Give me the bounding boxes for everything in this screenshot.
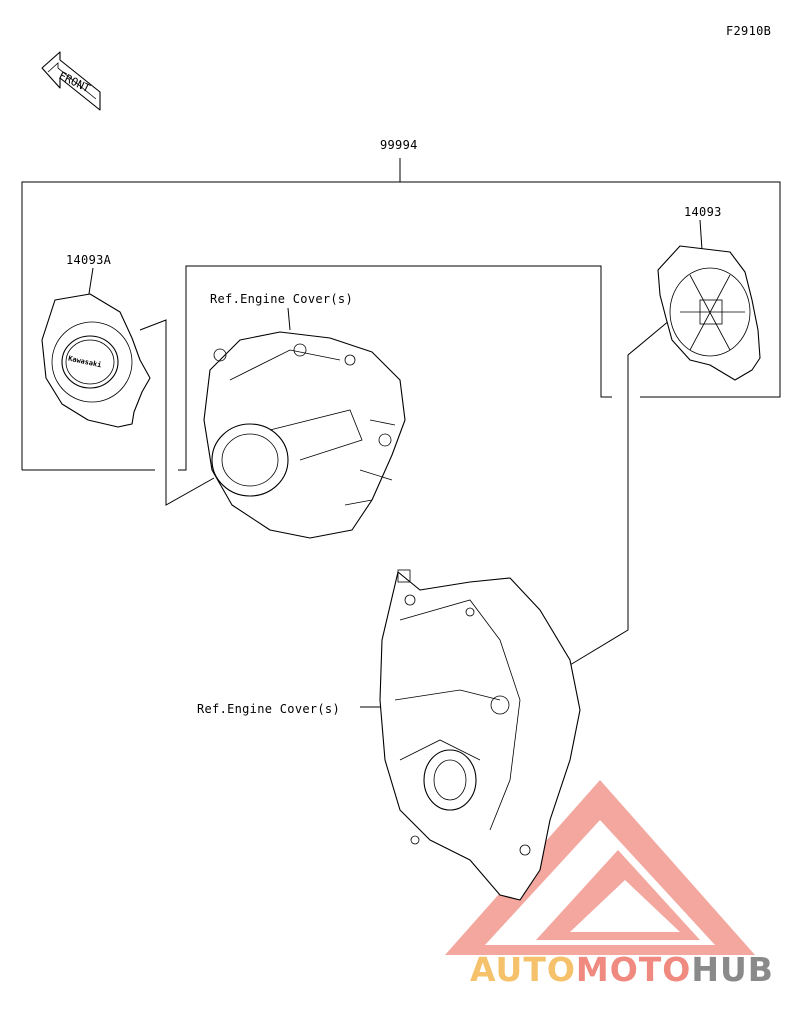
watermark-part-hub: HUB [691, 950, 774, 989]
engine-cover-lower [379, 569, 581, 901]
watermark-part-moto: MOTO [575, 950, 692, 989]
label-part-14093: 14093 [684, 205, 722, 219]
watermark-wordmark: AUTOMOTOHUB [470, 950, 774, 989]
watermark-part-auto: AUTO [470, 950, 576, 989]
callout-lines [21, 158, 781, 708]
part-14093a-cover: Kawasaki [41, 293, 151, 428]
part-14093-cover [657, 245, 761, 381]
label-part-14093a: 14093A [66, 253, 112, 267]
watermark-logo-icon [445, 780, 755, 955]
engine-cover-upper [203, 331, 406, 539]
figure-code: F2910B [726, 24, 772, 38]
front-arrow-icon: FRONT [41, 51, 101, 111]
label-ref-engine-cover-lower: Ref.Engine Cover(s) [197, 702, 340, 716]
label-ref-engine-cover-upper: Ref.Engine Cover(s) [210, 292, 353, 306]
label-assembly-99994: 99994 [380, 138, 418, 152]
